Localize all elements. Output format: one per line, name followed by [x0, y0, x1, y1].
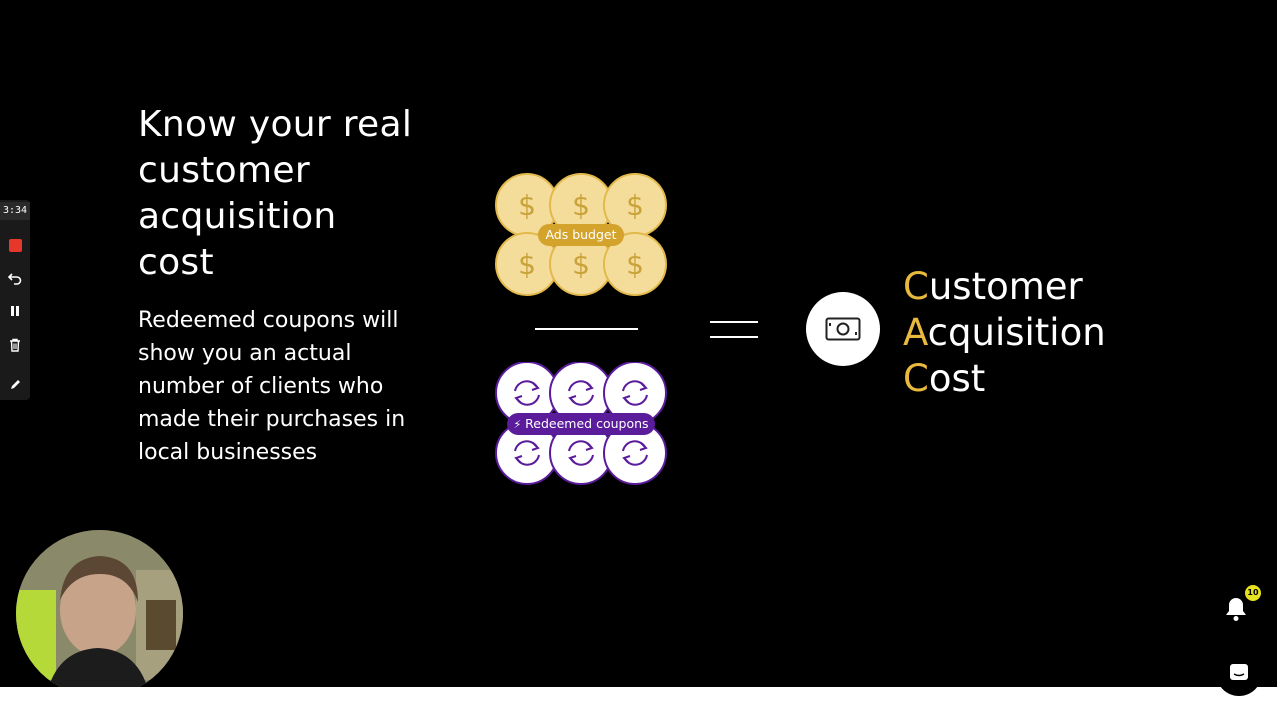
undo-icon — [8, 273, 22, 285]
cac-initial-c2: C — [903, 357, 929, 400]
money-icon-circle — [806, 292, 880, 366]
equals-sign-bottom — [710, 336, 758, 338]
cac-initial-a: A — [903, 311, 928, 354]
equals-sign-top — [710, 321, 758, 323]
redeemed-coupons-circles — [494, 361, 670, 486]
undo-button[interactable] — [5, 268, 25, 288]
svg-text:$: $ — [518, 248, 536, 281]
delete-recording-button[interactable] — [5, 335, 25, 355]
cac-line-customer: Customer — [903, 264, 1106, 310]
svg-text:$: $ — [572, 248, 590, 281]
chat-button[interactable] — [1216, 650, 1262, 696]
presenter-webcam[interactable] — [16, 530, 183, 697]
refresh-cycle-icon — [495, 361, 667, 485]
fraction-divider — [535, 328, 638, 330]
pause-icon — [11, 306, 19, 316]
chat-icon — [1230, 664, 1248, 680]
cac-initial-c: C — [903, 265, 929, 308]
recording-toolbar — [0, 200, 30, 400]
presenter-avatar — [16, 530, 183, 697]
notification-badge: 10 — [1245, 585, 1261, 601]
svg-text:$: $ — [518, 189, 536, 222]
cac-rest-acquisition: cquisition — [927, 311, 1106, 354]
trash-icon — [10, 338, 20, 352]
dollar-icon: $ $ $ $ $ $ — [495, 173, 667, 296]
svg-text:$: $ — [572, 189, 590, 222]
pen-icon — [11, 380, 20, 389]
ads-budget-label: Ads budget — [538, 224, 624, 246]
stop-recording-button[interactable] — [5, 235, 25, 255]
recording-timer: 3:34 — [0, 202, 30, 220]
slide-headline: Know your real customer acquisition cost — [138, 104, 413, 283]
cac-rest-customer: ustomer — [928, 265, 1083, 308]
svg-text:$: $ — [626, 189, 644, 222]
cac-line-acquisition: Acquisition — [903, 310, 1106, 356]
svg-text:$: $ — [626, 248, 644, 281]
bell-icon[interactable] — [1224, 596, 1248, 622]
cac-definition: Customer Acquisition Cost — [903, 264, 1106, 402]
redeemed-coupons-label-text: Redeemed coupons — [525, 416, 649, 431]
stop-icon — [8, 238, 22, 252]
redeemed-coupons-label: ⚡ Redeemed coupons — [507, 413, 655, 435]
slide-body-text: Redeemed coupons will show you an actual… — [138, 308, 406, 465]
bottom-bar — [0, 687, 1277, 711]
draw-button[interactable] — [5, 375, 25, 395]
cac-rest-cost: ost — [928, 357, 986, 400]
cac-line-cost: Cost — [903, 356, 1106, 402]
pause-button[interactable] — [5, 301, 25, 321]
ads-budget-coins: $ $ $ $ $ $ — [494, 172, 670, 298]
lightning-icon: ⚡ — [513, 418, 522, 431]
banknote-icon — [825, 317, 861, 341]
